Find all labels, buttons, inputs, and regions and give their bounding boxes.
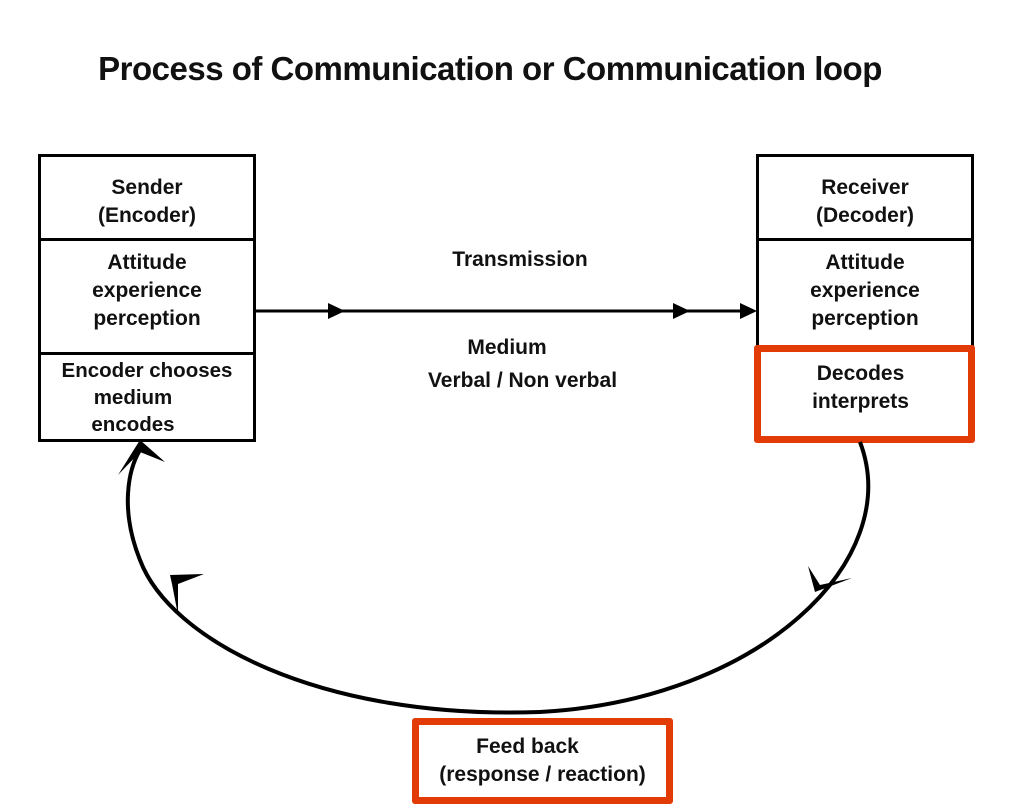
feedback-subtitle: (response / reaction) xyxy=(439,763,646,786)
feedback-box: Feed back (response / reaction) xyxy=(412,718,673,804)
receiver-title: Receiver xyxy=(821,175,909,199)
medium-type-label: Verbal / Non verbal xyxy=(427,369,618,392)
transmission-label: Transmission xyxy=(452,248,588,271)
feedback-arrowhead-top xyxy=(118,440,165,475)
sender-header: Sender (Encoder) xyxy=(41,157,253,238)
feedback-title: Feed back xyxy=(476,735,579,758)
sender-action-line: medium xyxy=(93,386,173,409)
feedback-arrowhead-right xyxy=(808,566,852,592)
receiver-attribute: Attitude xyxy=(825,251,905,274)
receiver-action-line: Decodes xyxy=(816,362,905,385)
receiver-action-line: interprets xyxy=(812,390,909,413)
medium-label: Medium xyxy=(467,336,547,359)
sender-subtitle: (Encoder) xyxy=(97,203,196,227)
diagram-title: Process of Communication or Communicatio… xyxy=(98,50,882,87)
receiver-attribute: perception xyxy=(811,307,919,330)
sender-action-line: encodes xyxy=(91,413,175,436)
transmission-arrowhead xyxy=(328,303,345,319)
receiver-attribute: experience xyxy=(810,279,920,302)
sender-attribute: experience xyxy=(92,279,202,302)
transmission-arrowhead xyxy=(740,303,757,319)
receiver-action-highlight: Decodes interprets xyxy=(754,345,975,443)
sender-title: Sender xyxy=(111,175,183,199)
receiver-action: Decodes interprets xyxy=(753,360,968,420)
sender-box: Sender (Encoder) Attitude experience per… xyxy=(38,154,256,442)
sender-attribute: perception xyxy=(93,307,201,330)
feedback-loop-curve xyxy=(125,441,871,715)
sender-attribute: Attitude xyxy=(107,251,187,274)
receiver-box: Receiver (Decoder) Attitude experience p… xyxy=(756,154,974,442)
feedback-arrowhead-left xyxy=(170,574,204,615)
transmission-arrowhead xyxy=(673,303,690,319)
receiver-subtitle: (Decoder) xyxy=(815,203,915,227)
sender-attributes: Attitude experience perception xyxy=(41,238,253,352)
sender-action: Encoder chooses medium encodes xyxy=(41,352,253,439)
receiver-header: Receiver (Decoder) xyxy=(759,157,971,238)
receiver-attributes: Attitude experience perception xyxy=(759,238,971,352)
feedback-text: Feed back (response / reaction) xyxy=(419,733,666,795)
sender-action-line: Encoder chooses xyxy=(61,359,233,382)
